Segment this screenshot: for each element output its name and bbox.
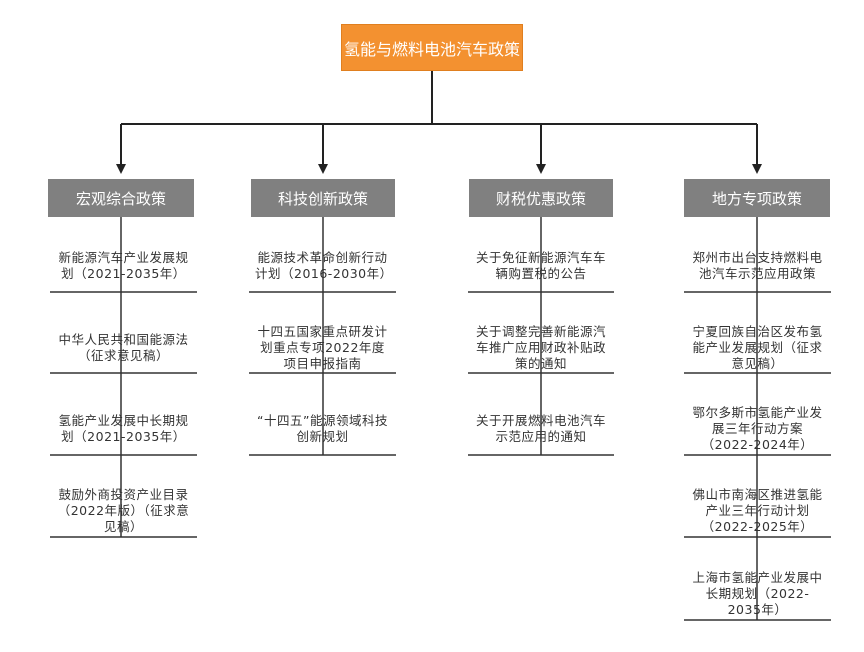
policy-item: 上海市氢能产业发展中长期规划（2022-2035年）	[684, 567, 831, 620]
policy-text: 上海市氢能产业发展中长期规划（2022-2035年）	[692, 569, 823, 617]
category-label: 财税优惠政策	[495, 189, 586, 208]
category-tech: 科技创新政策	[251, 179, 395, 217]
policy-text: 能源技术革命创新行动计划（2016-2030年）	[255, 250, 393, 281]
policy-item: 关于免征新能源汽车车辆购置税的公告	[468, 240, 614, 292]
policy-item: 佛山市南海区推进氢能产业三年行动计划（2022-2025年）	[684, 485, 831, 537]
policy-text: 鄂尔多斯市氢能产业发展三年行动方案（2022-2024年）	[692, 405, 823, 452]
policy-item: 鄂尔多斯市氢能产业发展三年行动方案（2022-2024年）	[684, 403, 831, 455]
policy-text: 宁夏回族自治区发布氢能产业发展规划（征求意见稿）	[692, 323, 823, 371]
policy-item: 能源技术革命创新行动计划（2016-2030年）	[249, 240, 396, 292]
root-title: 氢能与燃料电池汽车政策	[343, 39, 520, 59]
policy-item: “十四五”能源领域科技创新规划	[249, 403, 396, 455]
policy-item: 十四五国家重点研发计划重点专项2022年度项目申报指南	[249, 322, 396, 373]
policy-text: 郑州市出台支持燃料电池汽车示范应用政策	[692, 250, 823, 281]
category-label: 宏观综合政策	[75, 189, 166, 208]
policy-item: 郑州市出台支持燃料电池汽车示范应用政策	[684, 240, 831, 292]
policy-item: 宁夏回族自治区发布氢能产业发展规划（征求意见稿）	[684, 322, 831, 373]
category-label: 科技创新政策	[277, 189, 368, 208]
policy-text: 关于开展燃料电池汽车示范应用的通知	[475, 413, 606, 444]
root-node: 氢能与燃料电池汽车政策	[341, 24, 523, 71]
policy-text: 氢能产业发展中长期规划（2021-2035年）	[58, 413, 189, 444]
policy-item: 关于调整完善新能源汽车推广应用财政补贴政策的通知	[468, 322, 614, 373]
policy-text: 十四五国家重点研发计划重点专项2022年度项目申报指南	[257, 323, 388, 371]
category-local: 地方专项政策	[684, 179, 830, 217]
policy-text: 关于调整完善新能源汽车推广应用财政补贴政策的通知	[475, 323, 606, 371]
policy-text: 鼓励外商投资产业目录（2022年版）（征求意见稿）	[57, 487, 190, 534]
category-label: 地方专项政策	[711, 189, 802, 208]
policy-text: 新能源汽车产业发展规划（2021-2035年）	[58, 250, 189, 281]
policy-item: 鼓励外商投资产业目录（2022年版）（征求意见稿）	[50, 485, 197, 537]
category-macro: 宏观综合政策	[48, 179, 194, 217]
policy-item: 中华人民共和国能源法（征求意见稿）	[50, 322, 197, 373]
policy-item: 新能源汽车产业发展规划（2021-2035年）	[50, 240, 197, 292]
category-fiscal: 财税优惠政策	[469, 179, 613, 217]
policy-text: 佛山市南海区推进氢能产业三年行动计划（2022-2025年）	[692, 487, 823, 534]
policy-text: “十四五”能源领域科技创新规划	[257, 413, 388, 444]
policy-item: 关于开展燃料电池汽车示范应用的通知	[468, 403, 614, 455]
policy-item: 氢能产业发展中长期规划（2021-2035年）	[50, 403, 197, 455]
policy-text: 关于免征新能源汽车车辆购置税的公告	[475, 250, 606, 281]
policy-text: 中华人民共和国能源法（征求意见稿）	[58, 331, 189, 363]
